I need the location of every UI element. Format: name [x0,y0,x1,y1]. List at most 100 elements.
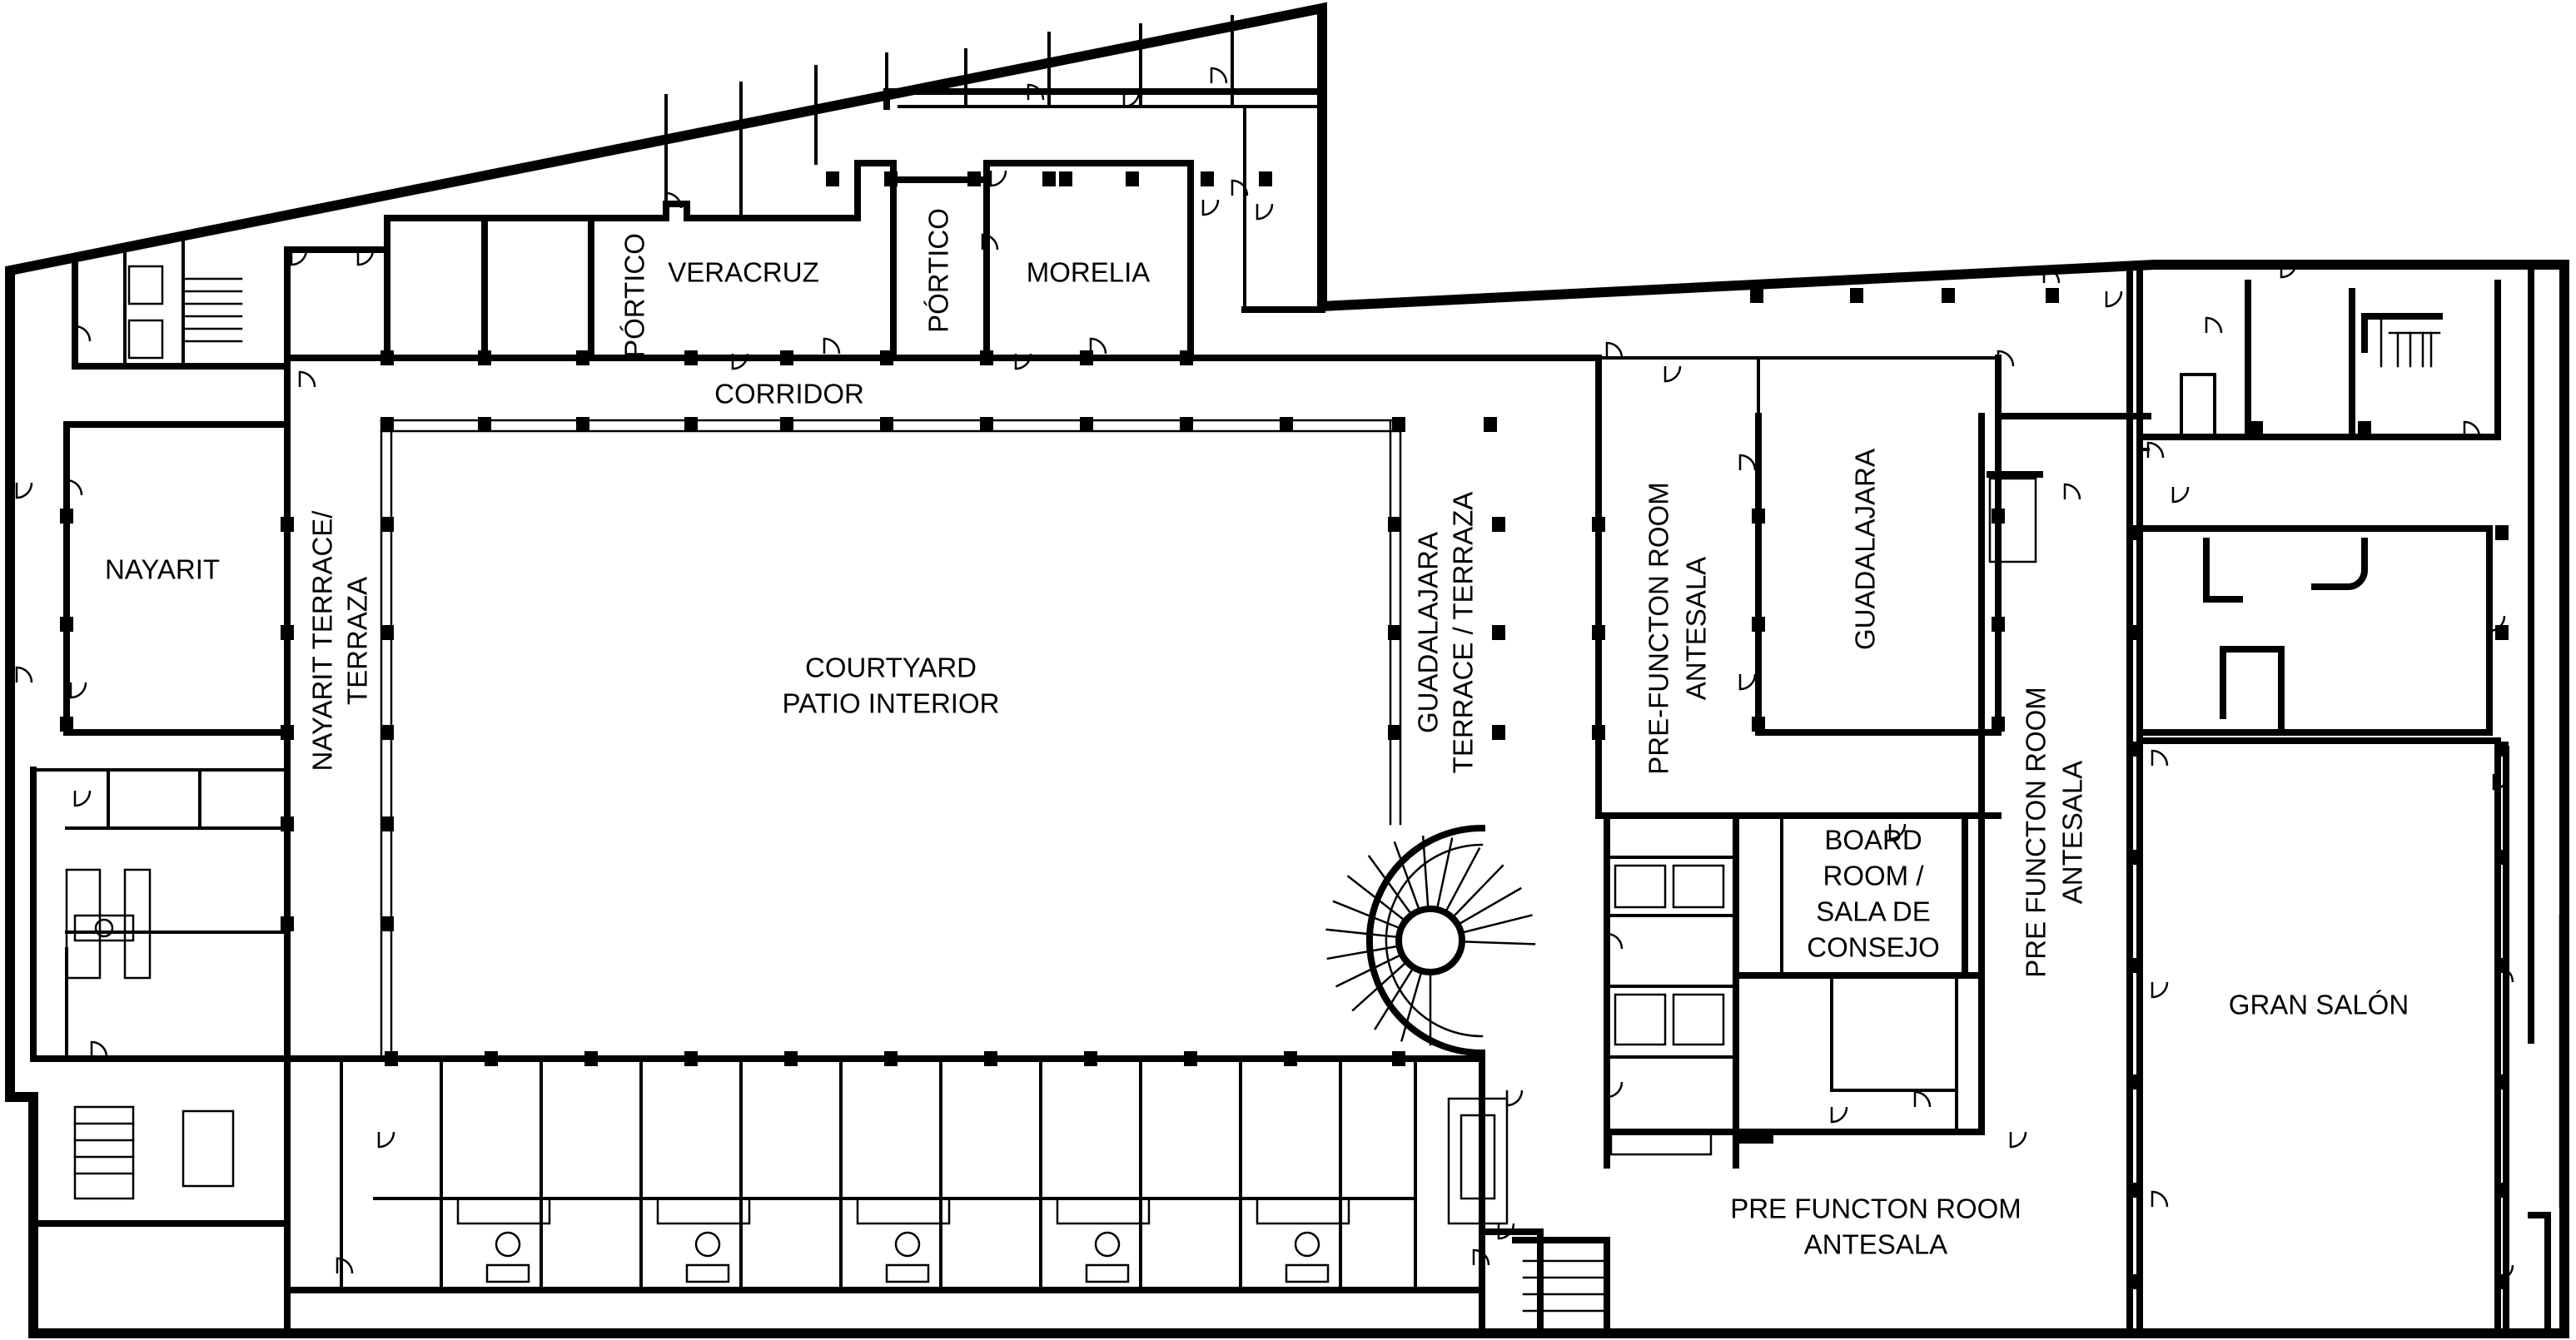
pier [1750,288,1763,303]
label-courtyard-line1: COURTYARD [805,653,977,683]
door-swings [15,67,2514,1282]
pier [2129,742,2142,757]
pier [2129,525,2142,540]
label-nayarit-terrace-line2: TERRAZA [342,577,373,705]
label-nayarit: NAYARIT [105,554,220,585]
pier [1492,725,1505,740]
door-swing [1738,454,1757,471]
pier [1080,417,1093,432]
door-swing [1663,365,1682,383]
door-swing [2171,486,2190,504]
basin [885,1263,930,1283]
south-wing-walls [30,1055,1485,1337]
pier [2495,525,2509,540]
door-swing [1605,341,1624,359]
pier [1992,617,2005,632]
label-prefunction-right-line2: ANTESALA [2057,761,2088,904]
label-portico-right: PÓRTICO [923,208,954,333]
pier [884,1051,898,1066]
north-wing-walls [384,15,1325,361]
basin [685,1263,730,1283]
pier [281,725,294,740]
door-swing [1830,1106,1848,1124]
label-gran-salon: GRAN SALÓN [2229,990,2409,1020]
pier [380,417,394,432]
pier [1592,625,1605,640]
door-swing [1027,83,1045,101]
door-swing [823,337,841,355]
pier [1284,1051,1297,1066]
pier [967,171,981,186]
stair-tread [1346,875,1406,922]
pier [884,171,898,186]
toilet [694,1231,721,1258]
pier [380,517,394,532]
stair-tread [1445,846,1481,913]
pier [1184,1051,1197,1066]
pier [576,350,589,365]
label-corridor: CORRIDOR [714,379,864,409]
door-swing [2496,1264,2514,1282]
label-guadalajara: GUADALAJARA [1850,449,1881,650]
pier [1992,717,2005,732]
pier [1180,350,1193,365]
pier [1201,171,1214,186]
pier [980,417,993,432]
stair-tread [1326,945,1400,960]
door-swing [2205,316,2223,334]
pier [1180,417,1193,432]
stair-tread [1435,837,1454,910]
basin [485,1263,530,1283]
pier [684,417,698,432]
courtyard-colonnade [380,419,1402,1060]
pier [684,350,698,365]
label-guadalajara-terrace-line2: TERRACE / TERRAZA [1448,492,1479,774]
door-swing [73,790,92,807]
door-swing [65,479,83,496]
vanity [856,1197,951,1225]
door-swing [69,682,87,699]
label-board-room-line4: CONSEJO [1807,932,1940,963]
stair-tread [1462,940,1536,945]
spiral-stair [1325,824,1536,1057]
pier [1280,417,1293,432]
door-swing [2151,1190,2169,1208]
stair-tread [1461,914,1533,934]
pier [1492,517,1505,532]
pier [1492,625,1505,640]
door-swing [1888,823,1907,841]
door-swing [2063,483,2081,500]
pier [1752,617,1765,632]
label-portico-left: PÓRTICO [619,233,650,358]
pier [1942,288,1955,303]
pier [2495,625,2509,640]
pier [980,350,993,365]
pier [385,1051,398,1066]
door-swing [356,249,375,266]
door-swing [1231,179,1249,196]
door-swing [2042,266,2061,284]
door-swing [1997,350,2015,367]
pier [1084,1051,1097,1066]
toilet [1294,1231,1320,1258]
door-swing [290,249,308,266]
door-swing [336,1257,354,1274]
pier [380,725,394,740]
pier [1126,171,1139,186]
door-swing [298,370,316,388]
door-swing [2463,420,2481,438]
stair-tread [1351,960,1408,1012]
pier [281,816,294,831]
pier [1392,1051,1405,1066]
pier [281,916,294,931]
door-swing [15,666,33,683]
structural-piers [60,171,2509,1289]
pier [380,350,394,365]
label-prefunction-upper-line2: ANTESALA [1681,557,1712,700]
door-swing [2492,773,2510,791]
door-swing [2146,441,2165,459]
door-swing [90,1040,108,1058]
label-prefunction-right-line1: PRE FUNCTON ROOM [2021,687,2051,978]
door-swing [1122,91,1141,108]
door-swing [2105,290,2123,308]
